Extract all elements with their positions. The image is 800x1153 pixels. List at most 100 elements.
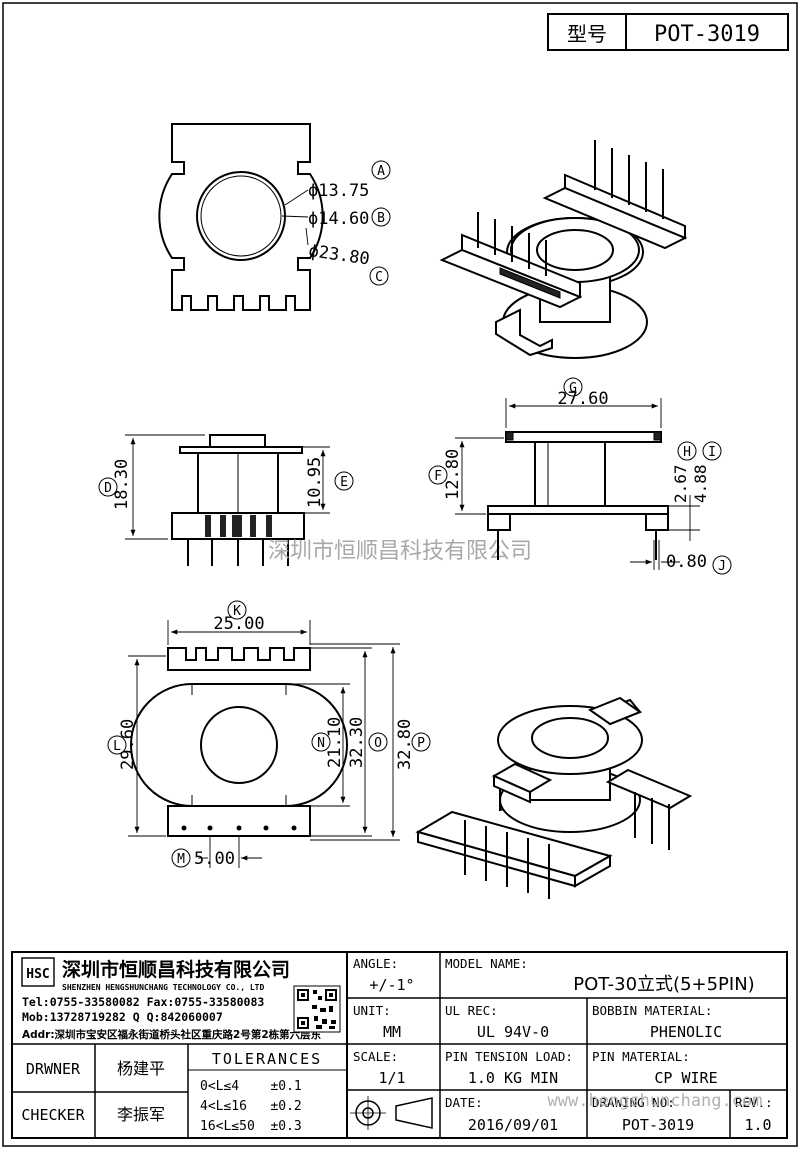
angle-label: ANGLE:	[353, 956, 398, 971]
dim-phiC: ϕ23.80	[307, 241, 371, 269]
dim-M: 5.00	[194, 849, 235, 869]
callout-B: B	[371, 207, 391, 227]
tolerance-2: 4<L≤16 ±0.2	[200, 1099, 302, 1114]
dim-I: 4.88	[691, 464, 710, 503]
callout-E: E	[334, 471, 354, 491]
bobbin-label: BOBBIN MATERIAL:	[592, 1003, 712, 1018]
tolerance-1: 0<L≤4 ±0.1	[200, 1079, 302, 1094]
svg-text:N: N	[317, 736, 325, 751]
svg-text:M: M	[177, 852, 185, 867]
drawer-label: DRWNER	[26, 1060, 81, 1078]
svg-text:HSC: HSC	[26, 967, 49, 982]
callout-F: F	[428, 465, 448, 485]
dim-E: 10.95	[305, 457, 325, 508]
top-view: ϕ13.75 ϕ14.60 ϕ23.80 A B C	[158, 123, 391, 311]
unit-label: UNIT:	[353, 1003, 391, 1018]
callout-O: O	[368, 732, 388, 752]
model-name-value: POT-30立式(5+5PIN)	[573, 974, 754, 995]
pin-material-value: CP WIRE	[654, 1069, 717, 1087]
model-label: 型号	[567, 22, 607, 46]
rev-label: REV.:	[735, 1095, 773, 1110]
dim-phiB: ϕ14.60	[308, 209, 369, 229]
drawing-no-value: POT-3019	[622, 1116, 694, 1134]
iso-view-bottom	[415, 696, 693, 899]
company-addr: Addr:深圳市宝安区福永街道桥头社区重庆路2号第2栋第六层东	[22, 1028, 322, 1041]
watermark-center: 深圳市恒顺昌科技有限公司	[268, 539, 532, 564]
dim-K: 25.00	[213, 614, 264, 634]
callout-H: H	[677, 441, 697, 461]
iso-view-top	[439, 140, 688, 359]
dim-N: 21.10	[325, 717, 345, 768]
dim-D: 18.30	[112, 459, 132, 510]
svg-text:D: D	[104, 481, 112, 496]
company-mob: Mob:13728719282 Q Q:842060007	[22, 1010, 223, 1024]
company-name-cn: 深圳市恒顺昌科技有限公司	[62, 958, 290, 981]
dim-O: 32.30	[347, 717, 367, 768]
bobbin-value: PHENOLIC	[650, 1023, 722, 1041]
dim-phiA: ϕ13.75	[308, 181, 369, 201]
svg-text:F: F	[434, 469, 442, 484]
pin-tension-label: PIN TENSION LOAD:	[445, 1049, 573, 1064]
svg-text:J: J	[718, 559, 726, 574]
unit-value: MM	[383, 1023, 401, 1041]
svg-text:P: P	[417, 736, 425, 751]
watermark-footer: www.hengshunchang.com	[548, 1091, 763, 1111]
svg-text:I: I	[708, 445, 716, 460]
company-logo: HSC	[21, 957, 55, 987]
callout-D: D	[98, 477, 118, 497]
angle-value: +/-1°	[369, 976, 414, 994]
dim-L: 29.60	[118, 719, 138, 770]
company-name-en: SHENZHEN HENGSHUNCHANG TECHNOLOGY CO., L…	[62, 983, 264, 992]
callout-I: I	[702, 441, 722, 461]
side-view: 27.60 G 12.80 F 2.67 4.88 H I 0.80 J	[428, 377, 732, 575]
callout-M: M	[171, 848, 191, 868]
model-value: POT-3019	[654, 22, 760, 47]
drawer-value: 杨建平	[117, 1059, 165, 1078]
projection-symbol-icon	[350, 1096, 433, 1130]
svg-text:E: E	[340, 475, 348, 490]
callout-J: J	[712, 555, 732, 575]
model-name-label: MODEL NAME:	[445, 956, 528, 971]
dim-F: 12.80	[443, 449, 463, 500]
svg-text:K: K	[233, 604, 241, 619]
ul-value: UL 94V-0	[477, 1023, 549, 1041]
tolerances-label: TOLERANCES	[212, 1050, 322, 1068]
svg-text:C: C	[375, 270, 383, 285]
scale-value: 1/1	[378, 1069, 405, 1087]
company-tel: Tel:0755-33580082 Fax:0755-33580083	[22, 995, 264, 1009]
dim-P: 32.80	[395, 719, 415, 770]
drawing-no-label: DRAWING NO:	[592, 1095, 675, 1110]
rev-value: 1.0	[744, 1116, 771, 1134]
scale-label: SCALE:	[353, 1049, 398, 1064]
svg-text:O: O	[374, 736, 382, 751]
svg-text:A: A	[377, 164, 385, 179]
qr-code-icon	[293, 985, 341, 1033]
callout-L: L	[107, 735, 127, 755]
callout-K: K	[227, 600, 247, 620]
date-label: DATE:	[445, 1095, 483, 1110]
dim-H: 2.67	[671, 464, 690, 503]
pin-material-label: PIN MATERIAL:	[592, 1049, 690, 1064]
checker-label: CHECKER	[21, 1106, 85, 1124]
callout-A: A	[371, 160, 391, 180]
date-value: 2016/09/01	[468, 1116, 558, 1134]
callout-C: C	[369, 266, 389, 286]
svg-text:H: H	[683, 445, 691, 460]
callout-G: G	[563, 377, 583, 397]
svg-text:G: G	[569, 381, 577, 396]
front-view: 18.30 D 10.95 E	[98, 434, 354, 566]
callout-N: N	[311, 732, 331, 752]
pin-tension-value: 1.0 KG MIN	[468, 1069, 558, 1087]
svg-text:L: L	[113, 739, 121, 754]
svg-text:B: B	[377, 211, 385, 226]
bottom-view: 25.00 K 29.60 L 5.00 M 21.10 N 32.30 O 3…	[107, 600, 431, 869]
checker-value: 李振军	[117, 1105, 165, 1124]
ul-label: UL REC:	[445, 1003, 498, 1018]
dim-G: 27.60	[557, 389, 608, 409]
header-model-box: 型号 POT-3019	[547, 13, 789, 51]
dim-J: 0.80	[666, 552, 707, 572]
title-block: HSC 深圳市恒顺昌科技有限公司 SHENZHEN HENGSHUNCHANG …	[11, 951, 788, 1139]
callout-P: P	[411, 732, 431, 752]
